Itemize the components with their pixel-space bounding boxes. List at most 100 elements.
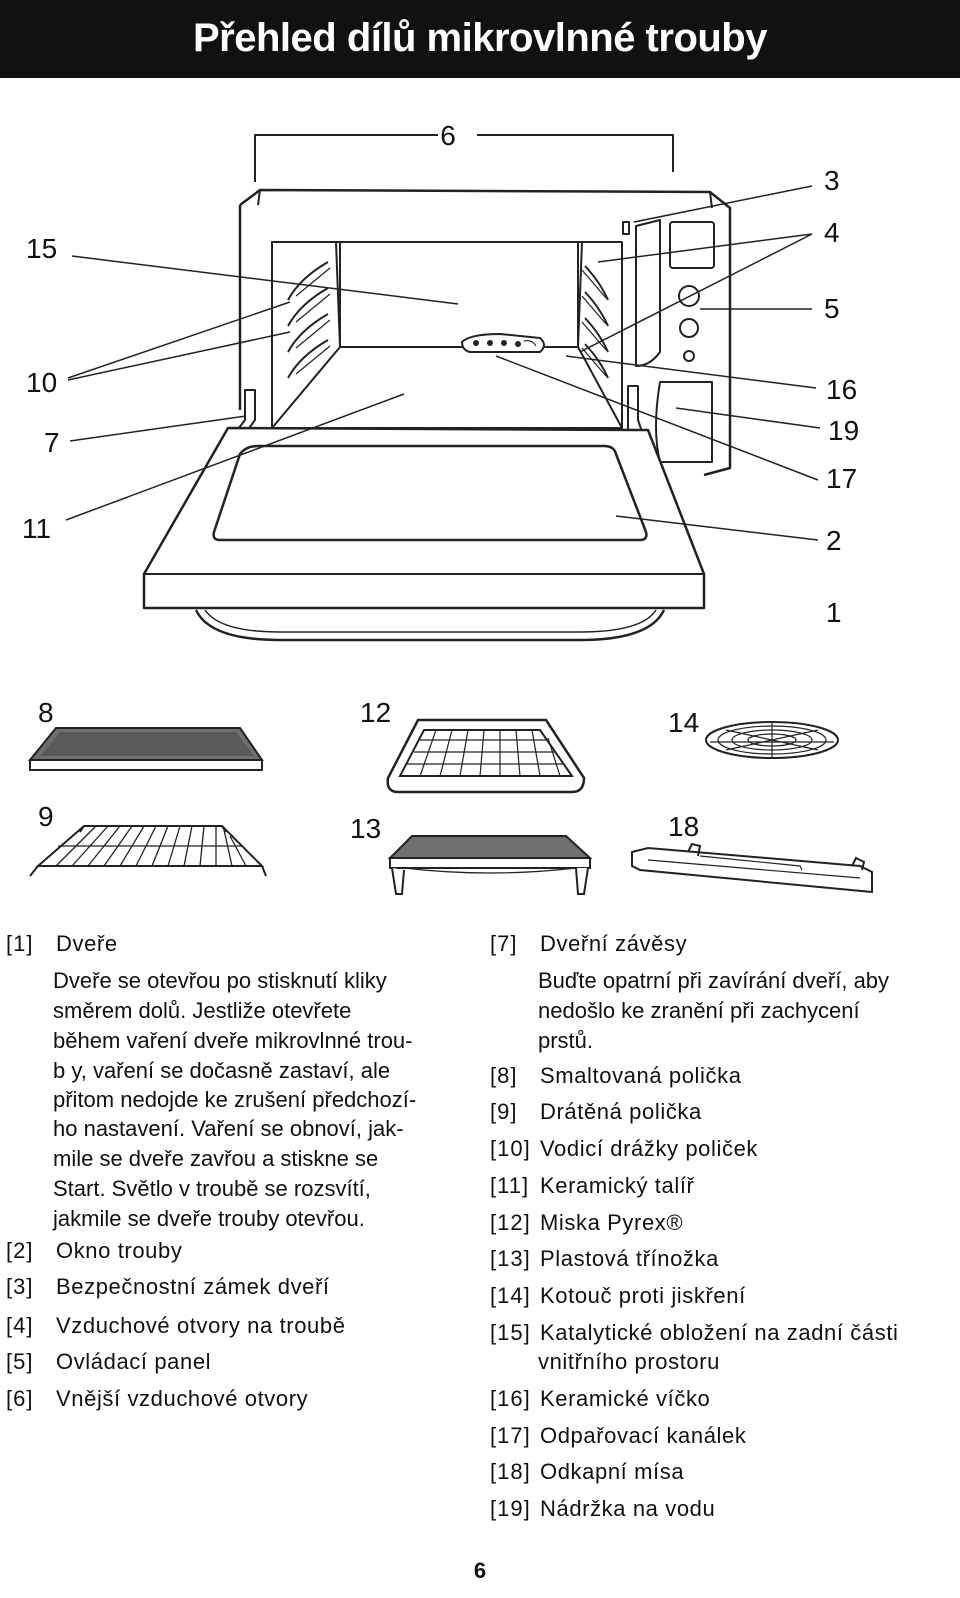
legend-number: [2] bbox=[6, 1238, 34, 1263]
legend-label: Keramické víčko bbox=[540, 1386, 711, 1411]
legend-label: Odkapní mísa bbox=[540, 1459, 685, 1484]
legend-item-10: [10] Vodicí drážky poliček bbox=[490, 1134, 758, 1164]
callout-4: 4 bbox=[824, 217, 840, 248]
leader-lines bbox=[65, 185, 821, 541]
legend-item-16: [16] Keramické víčko bbox=[490, 1384, 710, 1414]
legend-number: [15] bbox=[490, 1320, 531, 1345]
legend-item-5: [5] Ovládací panel bbox=[6, 1347, 211, 1377]
legend-item-2: [2] Okno trouby bbox=[6, 1236, 182, 1266]
legend-number: [5] bbox=[6, 1349, 34, 1374]
callout-5: 5 bbox=[824, 293, 840, 324]
legend-label: Okno trouby bbox=[56, 1238, 183, 1263]
description-line: mile se dveře zavřou a stiskne se bbox=[53, 1146, 379, 1171]
callout-12: 12 bbox=[360, 697, 391, 728]
legend-label: Katalytické obložení na zadní části bbox=[540, 1320, 899, 1345]
legend-number: [19] bbox=[490, 1496, 531, 1521]
callout-17: 17 bbox=[826, 463, 857, 494]
callout-7: 7 bbox=[44, 427, 60, 458]
legend-number: [6] bbox=[6, 1386, 34, 1411]
legend-number: [9] bbox=[490, 1099, 518, 1124]
legend-label: Kotouč proti jiskření bbox=[540, 1283, 746, 1308]
ceramic-lid bbox=[461, 333, 545, 353]
description-line: Buďte opatrní při zavírání dveří, aby bbox=[538, 968, 890, 993]
pyrex-dish bbox=[386, 718, 586, 794]
legend-item-4: [4]Vzduchové otvory na troubě bbox=[6, 1311, 346, 1341]
legend-item-7: [7] Dveřní závěsy bbox=[490, 929, 687, 959]
legend-label: Odpařovací kanálek bbox=[540, 1423, 747, 1448]
legend-left: [1] Dveře Dveře se otevřou po stisknutí k… bbox=[6, 0, 476, 1598]
legend-label: Smaltovaná polička bbox=[540, 1063, 742, 1088]
legend-label: Drátěná polička bbox=[540, 1099, 702, 1124]
legend-item-9: [9] Drátěná polička bbox=[490, 1097, 702, 1127]
callout-8: 8 bbox=[38, 697, 54, 728]
description-line: přitom nedojde ke zrušení předchozí- bbox=[53, 1087, 417, 1112]
legend-label: Miska Pyrex® bbox=[540, 1210, 684, 1235]
description-line: jakmile se dveře trouby otevřou. bbox=[53, 1206, 365, 1231]
callout-2: 2 bbox=[826, 525, 842, 556]
guide-rails-left bbox=[287, 261, 331, 379]
legend-item-1: [1] Dveře bbox=[6, 929, 118, 959]
legend-item-19: [19] Nádržka na vodu bbox=[490, 1494, 715, 1524]
description-line: směrem dolů. Jestliže otevřete bbox=[53, 998, 352, 1023]
callout-14: 14 bbox=[668, 707, 699, 738]
callout-18: 18 bbox=[668, 811, 699, 842]
oven-door bbox=[142, 426, 706, 642]
microwave-diagram: 6 3 15 4 5 10 16 7 19 17 11 2 1 8 12 14 … bbox=[22, 120, 873, 895]
page-title: Přehled dílů mikrovlnné trouby bbox=[193, 16, 767, 60]
legend-label: Vnější vzduchové otvory bbox=[56, 1386, 309, 1411]
legend-item-8: [8] Smaltovaná polička bbox=[490, 1061, 742, 1091]
legend-number: [8] bbox=[490, 1063, 518, 1088]
legend-number: [10] bbox=[490, 1136, 531, 1161]
callout-9: 9 bbox=[38, 801, 54, 832]
legend-number: [18] bbox=[490, 1459, 531, 1484]
description-line: Dveře se otevřou po stisknutí kliky bbox=[53, 968, 387, 993]
spark-guard bbox=[705, 721, 839, 759]
description-line: b y, vaření se dočasně zastaví, ale bbox=[53, 1058, 391, 1083]
legend-number: [1] bbox=[6, 931, 34, 956]
legend-number: [12] bbox=[490, 1210, 531, 1235]
legend-label: Dveřní závěsy bbox=[540, 931, 688, 956]
legend-item-15: [15] Katalytické obložení na zadní části bbox=[490, 1318, 899, 1348]
wire-rack bbox=[29, 825, 267, 877]
callout-19: 19 bbox=[828, 415, 859, 446]
callout-11: 11 bbox=[22, 513, 51, 544]
oven-body bbox=[238, 188, 732, 477]
callout-3: 3 bbox=[824, 165, 840, 196]
description-line: během vaření dveře mikrovlnné trou- bbox=[53, 1028, 413, 1053]
legend-number: [3] bbox=[6, 1274, 34, 1299]
enamel-tray bbox=[27, 727, 264, 771]
legend-number: [17] bbox=[490, 1423, 531, 1448]
callout-6: 6 bbox=[440, 120, 456, 151]
legend-label: Vodicí drážky poliček bbox=[540, 1136, 759, 1161]
legend-label: Nádržka na vodu bbox=[540, 1496, 716, 1521]
legend-label: Keramický talíř bbox=[540, 1173, 695, 1198]
callout-10: 10 bbox=[26, 367, 57, 398]
callout-13: 13 bbox=[350, 813, 381, 844]
plastic-trivet bbox=[387, 835, 593, 895]
callout-15: 15 bbox=[26, 233, 57, 264]
legend-item-6: [6] Vnější vzduchové otvory bbox=[6, 1384, 308, 1414]
legend-number: [14] bbox=[490, 1283, 531, 1308]
title-bar: Přehled dílů mikrovlnné trouby bbox=[0, 0, 960, 78]
legend-number: [7] bbox=[490, 931, 518, 956]
legend-number: [16] bbox=[490, 1386, 531, 1411]
legend-label: Bezpečnostní zámek dveří bbox=[56, 1274, 330, 1299]
legend-item-17: [17] Odpařovací kanálek bbox=[490, 1421, 746, 1451]
legend-label: Ovládací panel bbox=[56, 1349, 212, 1374]
legend-item-13: [13]Plastová třínožka bbox=[490, 1244, 719, 1274]
description-line: prstů. bbox=[538, 1028, 594, 1053]
legend-number: [13] bbox=[490, 1246, 531, 1271]
legend-item-12: [12] Miska Pyrex® bbox=[490, 1208, 683, 1238]
legend-item-14: [14] Kotouč proti jiskření bbox=[490, 1281, 746, 1311]
page-number: 6 bbox=[473, 1558, 487, 1583]
callout-numbers: 6 3 15 4 5 10 16 7 19 17 11 2 1 8 12 14 … bbox=[22, 120, 859, 844]
control-panel bbox=[622, 219, 715, 463]
legend-right: [7] Dveřní závěsy Buďte opatrní při zavír… bbox=[490, 0, 958, 1598]
legend-number: [11] bbox=[490, 1173, 530, 1198]
drip-tray bbox=[631, 842, 873, 894]
legend-label: Dveře bbox=[56, 931, 118, 956]
callout-16: 16 bbox=[826, 374, 857, 405]
callout-1: 1 bbox=[826, 597, 842, 628]
legend-item-3: [3] Bezpečnostní zámek dveří bbox=[6, 1272, 330, 1302]
description-line: nedošlo ke zranění při zachycení bbox=[538, 998, 860, 1023]
